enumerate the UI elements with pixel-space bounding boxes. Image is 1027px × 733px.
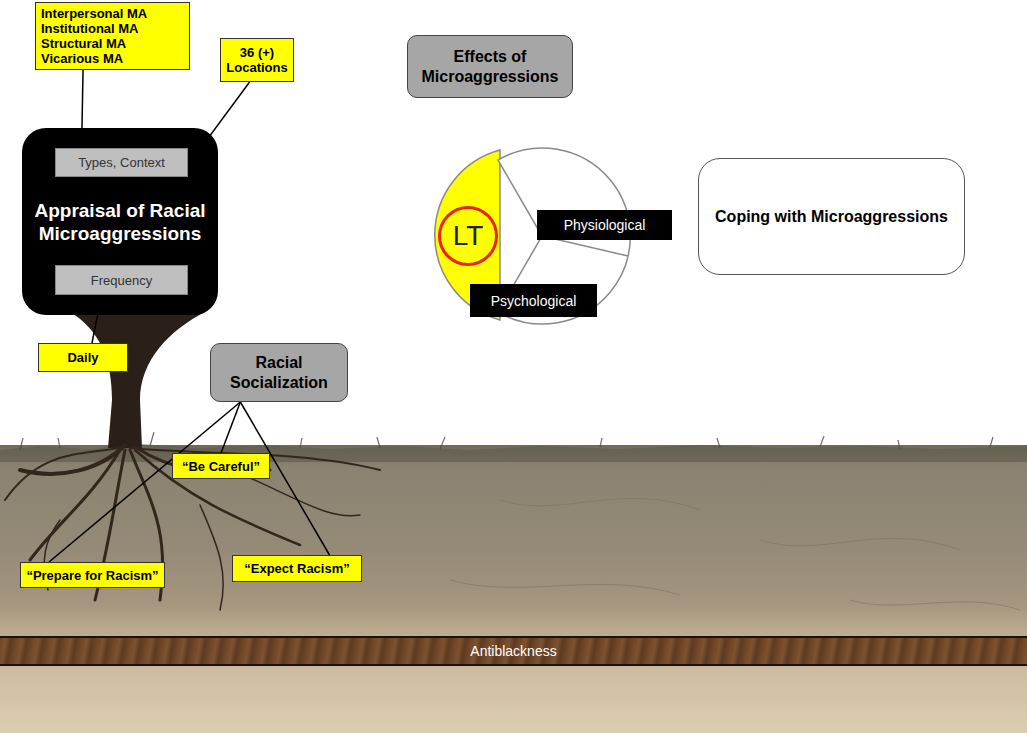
node-text: Types, Context	[78, 155, 165, 170]
context-box: Types, Context	[55, 148, 188, 177]
daily-callout: Daily	[38, 343, 128, 372]
node-text: Physiological	[564, 217, 646, 233]
lt-circle: LT	[438, 206, 498, 266]
node-text: “Expect Racism”	[244, 561, 350, 576]
node-text: Frequency	[91, 273, 152, 288]
node-text: Interpersonal MA	[41, 6, 147, 21]
node-text: Daily	[67, 350, 98, 365]
location-callout: 36 (+) Locations	[220, 38, 294, 82]
frequency-box: Frequency	[55, 265, 188, 295]
node-text: Effects of Microaggressions	[416, 47, 564, 87]
message-callout: “Expect Racism”	[232, 555, 362, 582]
node-text: Coping with Microaggressions	[715, 207, 948, 227]
appraisal-box: Appraisal of Racial Microaggressions Type…	[22, 128, 218, 315]
leader-line	[49, 402, 240, 562]
sector-label: Physiological	[537, 210, 672, 240]
type-list-callout: Interpersonal MAInstitutional MAStructur…	[35, 2, 190, 70]
foundation-band: Antiblackness	[0, 636, 1027, 666]
coping-box: Coping with Microaggressions	[698, 158, 965, 275]
node-text: Psychological	[491, 293, 577, 309]
node-text: “Prepare for Racism”	[26, 568, 158, 583]
node-text: Institutional MA	[41, 21, 139, 36]
sector-label: Psychological	[470, 284, 597, 317]
node-text: Appraisal of Racial Microaggressions	[22, 199, 218, 245]
message-callout: “Be Careful”	[172, 453, 270, 479]
node-text: “Be Careful”	[182, 459, 260, 474]
node-text: Racial Socialization	[219, 353, 339, 393]
node-text: LT	[453, 220, 484, 252]
node-text: Antiblackness	[470, 643, 556, 659]
leader-line	[221, 402, 240, 453]
node-text: Structural MA	[41, 36, 126, 51]
socialization-box: Racial Socialization	[210, 343, 348, 402]
message-callout: “Prepare for Racism”	[20, 562, 165, 588]
node-text: Vicarious MA	[41, 51, 123, 66]
effects-box: Effects of Microaggressions	[407, 35, 573, 98]
node-text: 36 (+) Locations	[226, 45, 288, 75]
